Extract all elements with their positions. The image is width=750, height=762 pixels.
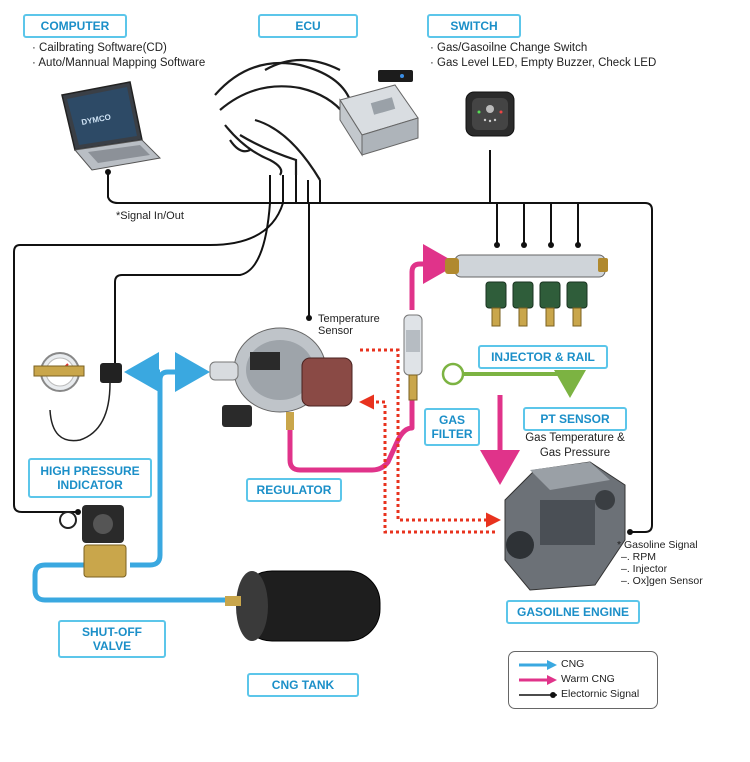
switch-feature-1: · Gas/Gasoilne Change Switch: [430, 42, 588, 54]
shutoff-valve-image: [59, 505, 127, 578]
signal-label: *Signal In/Out: [116, 210, 184, 222]
pt-sensor-description: Gas Temperature & Gas Pressure: [525, 432, 625, 459]
laptop-image: DYMCO: [61, 81, 162, 171]
ecu-module-image: [339, 70, 419, 157]
legend-label-cng: CNG: [561, 658, 585, 670]
warm-cng-lines: [287, 244, 520, 485]
signal-line-icon: [519, 692, 557, 698]
ecu-title: ECU: [258, 14, 358, 38]
switch-feature-2: · Gas Level LED, Empty Buzzer, Check LED: [430, 57, 657, 69]
temperature-sensor-label: Temperature Sensor: [318, 313, 380, 337]
legend-item-warm-cng: Warm CNG: [509, 673, 657, 687]
switch-title: SWITCH: [427, 14, 521, 38]
high-pressure-indicator-title: HIGH PRESSURE INDICATOR: [28, 458, 152, 498]
pt-sensor-link: [441, 362, 586, 398]
legend-item-cng: CNG: [509, 658, 657, 672]
legend-label-warm-cng: Warm CNG: [561, 673, 615, 685]
engine-title: GASOILNE ENGINE: [506, 600, 640, 624]
engine-signal-3: –. Injector: [621, 563, 668, 575]
cng-lines: [32, 352, 225, 603]
ecu-harness-image: [214, 58, 352, 181]
warm-cng-arrow-icon: [519, 675, 557, 685]
regulator-title: REGULATOR: [246, 478, 342, 502]
signal-lines: [13, 150, 653, 533]
engine-signal-1: * Gasoline Signal: [617, 539, 698, 551]
engine-signal-4: –. Ox]gen Sensor: [621, 575, 703, 587]
coolant-lines: [359, 348, 501, 534]
injector-rail-image: [445, 254, 608, 327]
cng-arrow-icon: [519, 660, 557, 670]
pt-sensor-title: PT SENSOR: [523, 407, 627, 431]
switch-image: [465, 91, 515, 137]
computer-title: COMPUTER: [23, 14, 127, 38]
regulator-image: [209, 327, 353, 430]
cng-tank-title: CNG TANK: [247, 673, 359, 697]
legend-label-signal: Electornic Signal: [561, 688, 640, 700]
legend: CNG Warm CNG Electornic Signal: [508, 651, 658, 709]
gas-filter-title: GAS FILTER: [424, 408, 480, 446]
pressure-gauge-image: [33, 352, 122, 442]
injector-rail-title: INJECTOR & RAIL: [478, 345, 608, 369]
engine-image: [504, 461, 626, 591]
shutoff-valve-title: SHUT-OFF VALVE: [58, 620, 166, 658]
computer-feature-1: · Cailbrating Software(CD): [32, 42, 167, 54]
gas-filter-image: [403, 314, 423, 401]
engine-signal-2: –. RPM: [621, 551, 657, 563]
computer-feature-2: · Auto/Mannual Mapping Software: [32, 57, 206, 69]
cng-tank-image: [225, 570, 381, 642]
legend-item-signal: Electornic Signal: [509, 688, 657, 702]
